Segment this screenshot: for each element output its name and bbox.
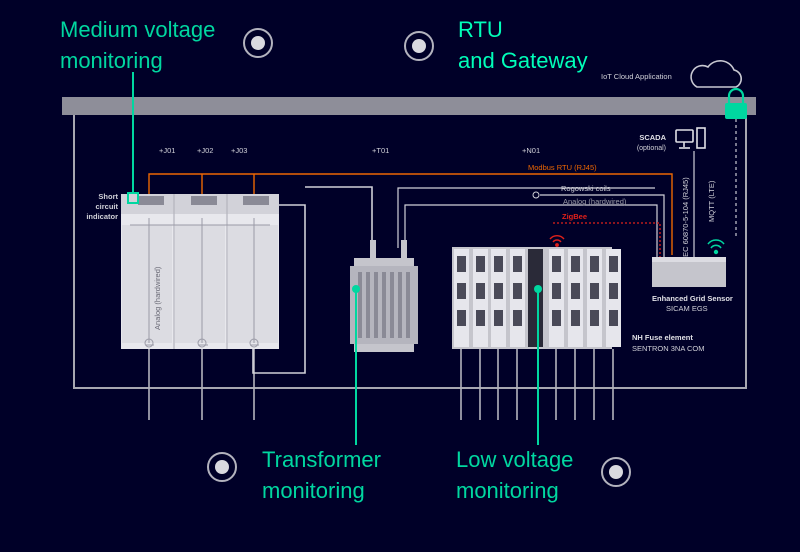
lv-fuse-column bbox=[491, 249, 506, 347]
fuse-element bbox=[457, 283, 466, 299]
mv-monitoring-title: Medium voltage monitoring bbox=[60, 14, 215, 76]
lv-callout-dot bbox=[534, 285, 542, 293]
lv-fuse-column bbox=[606, 249, 621, 347]
fuse-element bbox=[457, 310, 466, 326]
fuse-element bbox=[552, 310, 561, 326]
fuse-element bbox=[571, 283, 580, 299]
lv-monitoring-title: Low voltage monitoring bbox=[456, 444, 573, 506]
rtu-hotspot-button[interactable] bbox=[404, 31, 434, 61]
fuse-element bbox=[494, 310, 503, 326]
transformer bbox=[350, 240, 418, 352]
bay-n01-label: +N01 bbox=[522, 146, 540, 155]
analog-line bbox=[397, 187, 658, 258]
bay-t01-label: +T01 bbox=[372, 146, 389, 155]
fuse-element bbox=[571, 310, 580, 326]
zigbee-label: ZigBee bbox=[562, 212, 587, 221]
iot-cloud-label: IoT Cloud Application bbox=[601, 72, 672, 81]
fuse-element bbox=[609, 256, 618, 272]
lv-hotspot-button[interactable] bbox=[601, 457, 631, 487]
bay-j01-label: +J01 bbox=[159, 146, 175, 155]
fuse-element bbox=[457, 256, 466, 272]
lte-wifi-icon bbox=[707, 239, 725, 255]
enhanced-grid-sensor bbox=[652, 257, 726, 287]
enclosure-roof bbox=[62, 97, 756, 115]
lv-switch-column bbox=[528, 249, 543, 347]
scada-optional-label: (optional) bbox=[637, 145, 666, 152]
rtu-gateway-title: RTU and Gateway bbox=[458, 14, 588, 76]
lv-cables bbox=[460, 349, 614, 420]
rtu-title-line1: RTU bbox=[458, 17, 503, 42]
rogowski-line bbox=[540, 194, 665, 258]
egs-label: Enhanced Grid Sensor bbox=[652, 294, 733, 303]
short-circuit-label-2: circuit bbox=[95, 202, 118, 211]
short-circuit-label-3: indicator bbox=[86, 212, 118, 221]
lv-fuse-columns bbox=[454, 249, 621, 347]
fuse-element bbox=[513, 310, 522, 326]
fuse-element bbox=[590, 283, 599, 299]
fuse-element bbox=[590, 256, 599, 272]
cloud-icon bbox=[690, 60, 742, 88]
lv-fuse-column bbox=[473, 249, 488, 347]
tr-title-line1: Transformer bbox=[262, 447, 381, 472]
transformer-hotspot-button[interactable] bbox=[207, 452, 237, 482]
short-circuit-label-1: Short bbox=[98, 192, 118, 201]
fuse-element bbox=[552, 256, 561, 272]
fuse-model-label: SENTRON 3NA COM bbox=[632, 344, 705, 353]
mv-title-line1: Medium voltage bbox=[60, 17, 216, 42]
tr-title-line2: monitoring bbox=[262, 478, 365, 503]
enclosure-frame bbox=[73, 115, 747, 389]
iec-label: IEC 60870-5-104 (RJ45) bbox=[681, 177, 690, 259]
mv-switchgear bbox=[121, 192, 279, 349]
lock-icon bbox=[725, 87, 747, 119]
lv-fuse-column bbox=[568, 249, 583, 347]
modbus-label: Modbus RTU (RJ45) bbox=[528, 163, 597, 172]
lv-fuse-column bbox=[454, 249, 469, 347]
mv-cables bbox=[148, 349, 255, 420]
fuse-element bbox=[494, 283, 503, 299]
fuse-element bbox=[609, 310, 618, 326]
mv-transformer-link bbox=[252, 186, 373, 374]
transformer-callout-dot bbox=[352, 285, 360, 293]
lv-fuse-column bbox=[549, 249, 564, 347]
bay-j02-label: +J02 bbox=[197, 146, 213, 155]
analog-vertical-label: Analog (hardwired) bbox=[153, 266, 162, 330]
rtu-title-line2: and Gateway bbox=[458, 48, 588, 73]
mqtt-label: MQTT (LTE) bbox=[707, 180, 716, 222]
mv-hotspot-button[interactable] bbox=[243, 28, 273, 58]
lv-title-line1: Low voltage bbox=[456, 447, 574, 472]
fuse-element bbox=[609, 283, 618, 299]
fuse-label: NH Fuse element bbox=[632, 333, 693, 342]
transformer-monitoring-title: Transformer monitoring bbox=[262, 444, 381, 506]
lv-fuse-column bbox=[587, 249, 602, 347]
fuse-element bbox=[476, 256, 485, 272]
scada-label: SCADA bbox=[639, 133, 666, 142]
mv-analog-wiring bbox=[130, 218, 270, 346]
fuse-element bbox=[571, 256, 580, 272]
bay-j03-label: +J03 bbox=[231, 146, 247, 155]
fuse-element bbox=[513, 283, 522, 299]
computer-icon bbox=[675, 127, 706, 149]
lv-title-line2: monitoring bbox=[456, 478, 559, 503]
fuse-element bbox=[494, 256, 503, 272]
mv-title-line2: monitoring bbox=[60, 48, 163, 73]
fuse-element bbox=[476, 310, 485, 326]
lv-fuse-column bbox=[510, 249, 525, 347]
fuse-element bbox=[552, 283, 561, 299]
egs-model-label: SICAM EGS bbox=[666, 304, 708, 313]
fuse-element bbox=[513, 256, 522, 272]
fuse-element bbox=[476, 283, 485, 299]
zigbee-wifi-icon bbox=[549, 235, 565, 247]
analog-label: Analog (hardwired) bbox=[563, 197, 627, 206]
fuse-element bbox=[590, 310, 599, 326]
